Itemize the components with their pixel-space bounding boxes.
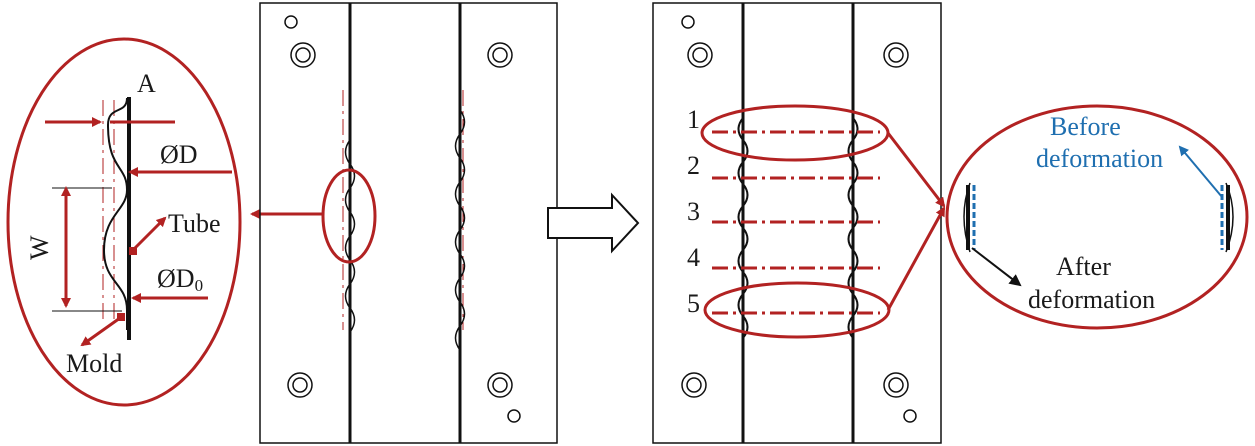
section-label-4: 4 [687, 243, 700, 272]
bolt-hole-small-br [507, 409, 521, 423]
before-pointer [1178, 145, 1223, 198]
bolt-hole-tl-inner-after [692, 47, 708, 63]
tube-pointer [131, 216, 167, 252]
bolt-hole-small-br-after [903, 409, 917, 423]
label-a: A [137, 69, 156, 98]
mold-before [259, 2, 558, 444]
label-phi-d0: ØD0 [157, 264, 203, 295]
zoom-arrow-right-top [886, 132, 946, 208]
bolt-hole-tr-outer [487, 42, 513, 68]
before-deformation-label-line2: deformation [1036, 144, 1163, 173]
bolt-hole-br-outer [487, 372, 513, 398]
bolt-hole-br-inner-after [888, 377, 904, 393]
bolt-hole-br-outer-after [883, 372, 909, 398]
label-w: W [25, 235, 54, 260]
mold-plate-before [259, 2, 558, 444]
section-label-5: 5 [687, 289, 700, 318]
bolt-hole-small-tl-after [681, 15, 695, 29]
bolt-hole-tr-inner-after [888, 47, 904, 63]
zoom-arrow-right-bottom [886, 206, 946, 311]
after-pointer [971, 247, 1022, 287]
bolt-hole-tl-outer [290, 42, 316, 68]
bolt-hole-tl-inner [295, 47, 311, 63]
bolt-hole-bl-inner-after [686, 377, 702, 393]
after-deformation-label-line2: deformation [1028, 285, 1155, 314]
mold-marker [117, 313, 125, 321]
left-detail-ellipse [6, 37, 242, 407]
bolt-hole-br-inner [492, 377, 508, 393]
label-mold: Mold [66, 349, 122, 378]
section-label-1: 1 [687, 105, 700, 134]
label-phi-d: ØD [160, 140, 198, 169]
bolt-hole-bl-outer [287, 372, 313, 398]
bolt-hole-tr-outer-after [883, 42, 909, 68]
bolt-hole-small-tl [284, 15, 298, 29]
bolt-hole-tl-outer-after [687, 42, 713, 68]
tube-wave-right-before [454, 109, 466, 351]
after-deformation-label-line1: After [1056, 252, 1111, 281]
process-arrow [547, 192, 640, 254]
before-deformation-label-line1: Before [1050, 112, 1121, 141]
mold-pointer [80, 316, 121, 347]
label-tube: Tube [168, 209, 221, 238]
highlight-ellipse-before [321, 168, 377, 264]
highlight-ellipse-section-5 [703, 281, 891, 339]
tube-profile [102, 97, 129, 330]
bolt-hole-bl-outer-after [681, 372, 707, 398]
tube-marker [129, 247, 137, 255]
mold-plate-after [652, 2, 942, 444]
left-detail-view: A ØD W Tube ØD0 Mold [6, 37, 242, 407]
right-detail-view: Before deformation After deformation [945, 104, 1249, 330]
mold-after: 1 2 3 4 5 [652, 2, 942, 444]
right-detail-ellipse [945, 104, 1249, 330]
section-label-3: 3 [687, 197, 700, 226]
bolt-hole-tr-inner [492, 47, 508, 63]
bolt-hole-bl-inner [292, 377, 308, 393]
section-label-2: 2 [687, 151, 700, 180]
